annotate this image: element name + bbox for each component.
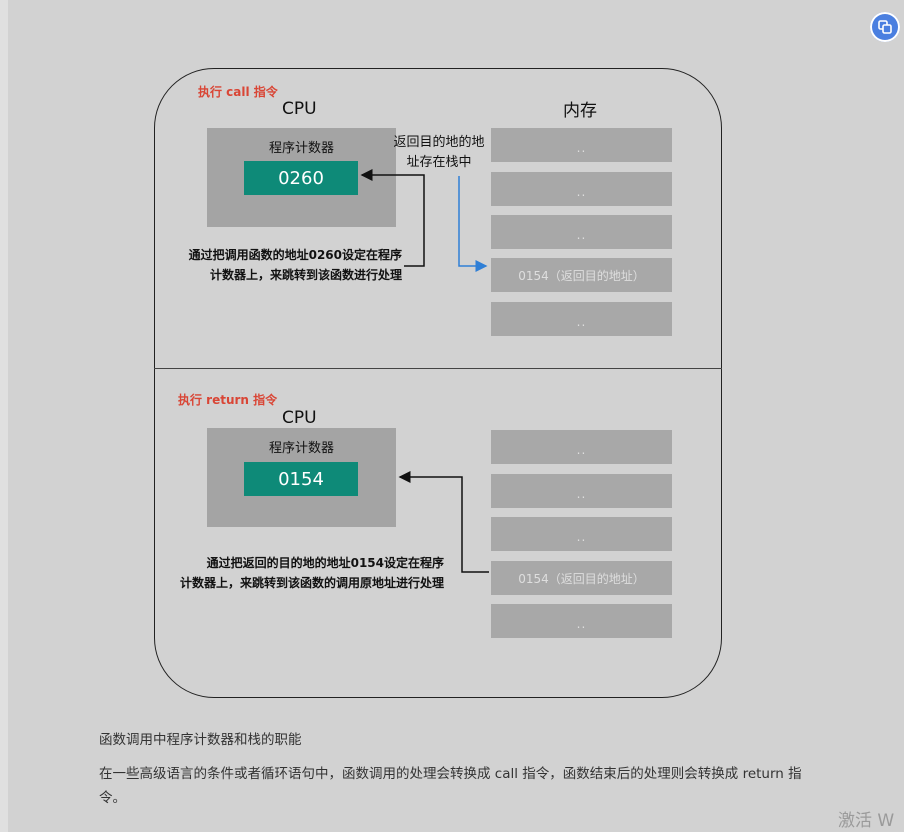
diagram-frame [154, 68, 722, 698]
stack-note: 返回目的地的地 址存在栈中 [388, 133, 490, 173]
return-step-label: 执行 return 指令 [178, 393, 278, 407]
program-counter-value-bottom: 0154 [244, 462, 358, 496]
memory-cell-bottom-1: .. [491, 430, 672, 464]
memory-cell-bottom-5: .. [491, 604, 672, 638]
return-note-line1: 通过把返回的目的地的地址0154设定在程序 [206, 556, 444, 570]
left-gutter [0, 0, 8, 832]
body-paragraph: 在一些高级语言的条件或者循环语句中，函数调用的处理会转换成 call 指令，函数… [99, 766, 802, 806]
memory-cell-bottom-2: .. [491, 474, 672, 508]
program-counter-value-top: 0260 [244, 161, 358, 195]
figure-caption: 函数调用中程序计数器和栈的职能 [99, 732, 302, 748]
stack-note-line2: 址存在栈中 [406, 155, 472, 170]
call-step-label: 执行 call 指令 [198, 85, 278, 99]
memory-cell-top-2: .. [491, 172, 672, 206]
program-counter-label-top: 程序计数器 [268, 141, 334, 156]
call-note: 通过把调用函数的地址0260设定在程序 计数器上，来跳转到该函数进行处理 [160, 245, 402, 285]
stack-push-arrow [458, 176, 488, 272]
cpu-title-bottom: CPU [282, 408, 317, 428]
stack-note-line1: 返回目的地的地 [393, 135, 485, 150]
call-note-line2: 计数器上，来跳转到该函数进行处理 [209, 268, 402, 282]
floating-translate-button[interactable] [870, 12, 900, 42]
memory-cell-top-5: .. [491, 302, 672, 336]
activation-watermark: 激活 W [838, 811, 895, 831]
call-arrow [360, 169, 425, 267]
memory-cell-top-3: .. [491, 215, 672, 249]
memory-cell-bottom-3: .. [491, 517, 672, 551]
cpu-title-top: CPU [282, 99, 317, 119]
memory-cell-bottom-return-address: 0154（返回目的地址） [491, 561, 672, 595]
return-note: 通过把返回的目的地的地址0154设定在程序 计数器上，来跳转到该函数的调用原地址… [150, 553, 444, 593]
diagram-divider [154, 368, 722, 369]
memory-cell-top-return-address: 0154（返回目的地址） [491, 258, 672, 292]
translate-icon [878, 20, 892, 34]
program-counter-label-bottom: 程序计数器 [268, 441, 334, 456]
return-note-line2: 计数器上，来跳转到该函数的调用原地址进行处理 [179, 576, 444, 590]
call-note-line1: 通过把调用函数的地址0260设定在程序 [188, 248, 402, 262]
memory-title: 内存 [563, 101, 597, 121]
memory-cell-top-1: .. [491, 128, 672, 162]
return-arrow [398, 471, 489, 573]
